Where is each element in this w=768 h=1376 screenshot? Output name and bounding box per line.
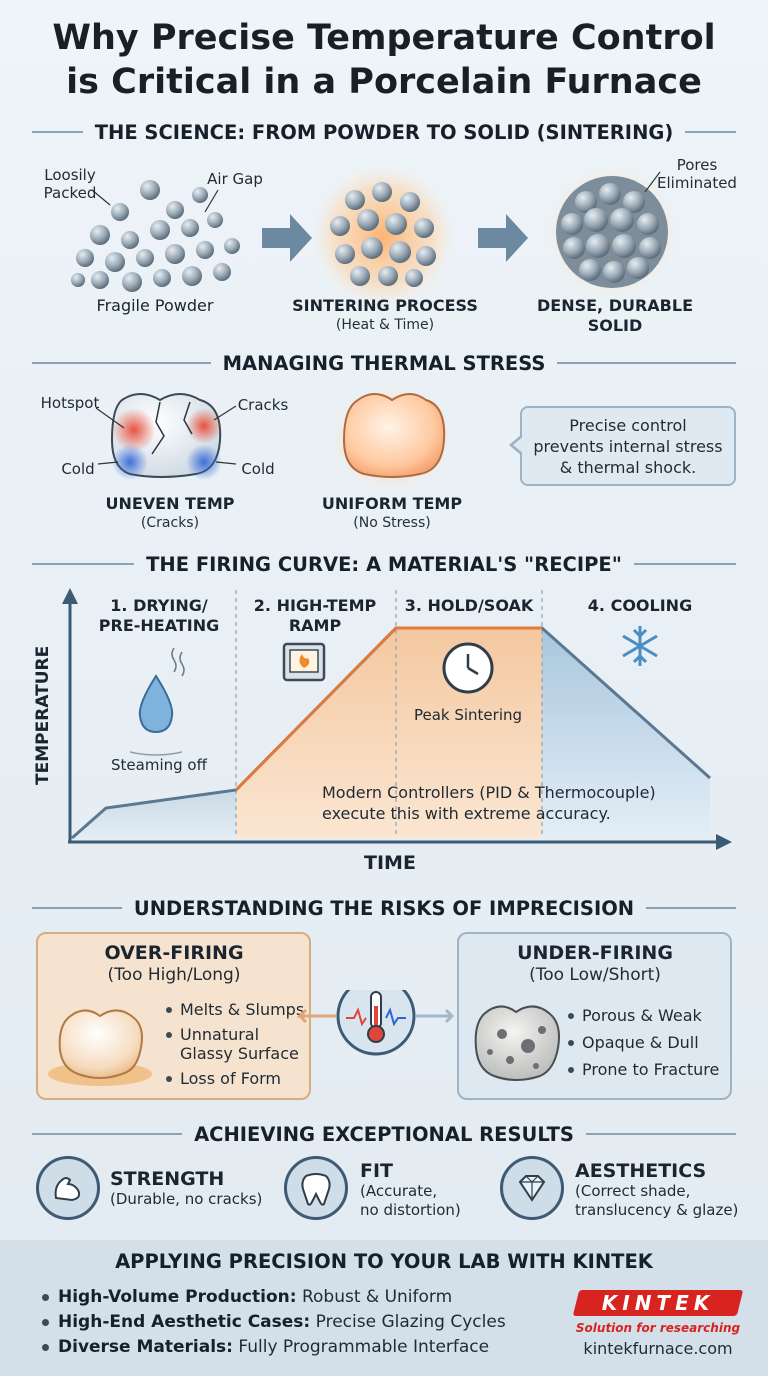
list-item: Unnatural Glassy Surface bbox=[166, 1025, 306, 1063]
section-header-science: THE SCIENCE: FROM POWDER TO SOLID (SINTE… bbox=[32, 117, 737, 147]
tooth-icon bbox=[284, 1156, 348, 1220]
uneven-temp-caption: UNEVEN TEMP (Cracks) bbox=[105, 494, 235, 531]
thermometer-icon bbox=[296, 990, 455, 1056]
loosely-packed-label: Loosily Packed bbox=[43, 166, 97, 202]
air-gap-label: Air Gap bbox=[207, 170, 263, 188]
pores-eliminated-label: Pores Eliminated bbox=[657, 156, 737, 192]
clock-icon bbox=[442, 642, 494, 694]
thermal-stress-illustration bbox=[95, 384, 454, 490]
over-firing-heading: OVER-FIRING (Too High/Long) bbox=[104, 942, 244, 985]
list-item: High-End Aesthetic Cases: Precise Glazin… bbox=[40, 1311, 560, 1333]
cold-left-label: Cold bbox=[61, 460, 95, 478]
uniform-temp-caption: UNIFORM TEMP (No Stress) bbox=[321, 494, 463, 531]
list-item: Diverse Materials: Fully Programmable In… bbox=[40, 1336, 560, 1358]
snowflake-icon bbox=[622, 626, 658, 666]
firing-curve-chart bbox=[62, 588, 732, 850]
stress-callout: Precise control prevents internal stress… bbox=[509, 406, 736, 486]
list-item: High-Volume Production: Robust & Uniform bbox=[40, 1286, 560, 1308]
y-axis-label: TEMPERATURE bbox=[33, 645, 53, 785]
sintering-powder bbox=[311, 164, 455, 308]
footer-title: APPLYING PRECISION TO YOUR LAB WITH KINT… bbox=[115, 1250, 653, 1273]
muscle-arm-icon bbox=[36, 1156, 100, 1220]
diamond-icon bbox=[500, 1156, 564, 1220]
stage-fragile-powder: Fragile Powder bbox=[96, 296, 214, 315]
cracks-label: Cracks bbox=[237, 396, 289, 414]
list-item: Opaque & Dull bbox=[568, 1033, 728, 1052]
phase-hold: 3. HOLD/SOAK bbox=[404, 596, 534, 615]
phase-ramp: 2. HIGH-TEMP RAMP bbox=[253, 596, 377, 635]
section-header-curve: THE FIRING CURVE: A MATERIAL'S "RECIPE" bbox=[32, 549, 737, 579]
uneven-tooth bbox=[110, 393, 222, 480]
brand-url[interactable]: kintekfurnace.com bbox=[583, 1339, 733, 1358]
arrow-right-icon bbox=[478, 214, 528, 262]
section-header-results: ACHIEVING EXCEPTIONAL RESULTS bbox=[32, 1119, 736, 1149]
strength-result: STRENGTH (Durable, no cracks) bbox=[110, 1168, 263, 1208]
footer-list: High-Volume Production: Robust & Uniform… bbox=[40, 1286, 560, 1358]
controllers-note: Modern Controllers (PID & Thermocouple) … bbox=[322, 783, 656, 823]
stage-dense-solid: DENSE, DURABLE SOLID bbox=[537, 296, 693, 335]
x-axis-label: TIME bbox=[364, 852, 416, 874]
under-firing-heading: UNDER-FIRING (Too Low/Short) bbox=[517, 942, 673, 985]
arrow-right-icon bbox=[262, 214, 312, 262]
list-item: Prone to Fracture bbox=[568, 1060, 728, 1079]
over-firing-list: Melts & Slumps Unnatural Glassy Surface … bbox=[166, 1000, 306, 1094]
list-item: Melts & Slumps bbox=[166, 1000, 306, 1019]
aesthetics-result: AESTHETICS (Correct shade, translucency … bbox=[575, 1160, 739, 1219]
uniform-tooth bbox=[330, 384, 454, 490]
hotspot-label: Hotspot bbox=[40, 394, 100, 412]
under-firing-list: Porous & Weak Opaque & Dull Prone to Fra… bbox=[568, 1006, 728, 1085]
loose-powder bbox=[71, 180, 240, 292]
section-header-stress: MANAGING THERMAL STRESS bbox=[32, 348, 737, 378]
phase-drying: 1. DRYING/ PRE-HEATING bbox=[98, 596, 220, 635]
sintering-illustration bbox=[71, 164, 678, 308]
list-item: Loss of Form bbox=[166, 1069, 306, 1088]
risk-illustrations bbox=[48, 990, 560, 1086]
page-title: Why Precise Temperature Control is Criti… bbox=[52, 18, 716, 102]
section-header-risks: UNDERSTANDING THE RISKS OF IMPRECISION bbox=[32, 893, 737, 923]
list-item: Porous & Weak bbox=[568, 1006, 728, 1025]
stage-sintering: SINTERING PROCESS (Heat & Time) bbox=[292, 296, 478, 333]
peak-sintering-label: Peak Sintering bbox=[413, 706, 523, 724]
dense-solid bbox=[546, 166, 678, 298]
melted-tooth bbox=[48, 1009, 152, 1086]
brand-tagline: Solution for researching bbox=[575, 1321, 741, 1335]
fit-result: FIT (Accurate, no distortion) bbox=[360, 1160, 461, 1219]
water-drop-icon bbox=[129, 647, 185, 756]
brand-name: KINTEK bbox=[601, 1291, 715, 1315]
furnace-icon bbox=[282, 642, 326, 682]
steaming-off-label: Steaming off bbox=[111, 756, 207, 774]
porous-tooth bbox=[474, 1005, 560, 1081]
cold-right-label: Cold bbox=[241, 460, 275, 478]
phase-cooling: 4. COOLING bbox=[587, 596, 693, 615]
